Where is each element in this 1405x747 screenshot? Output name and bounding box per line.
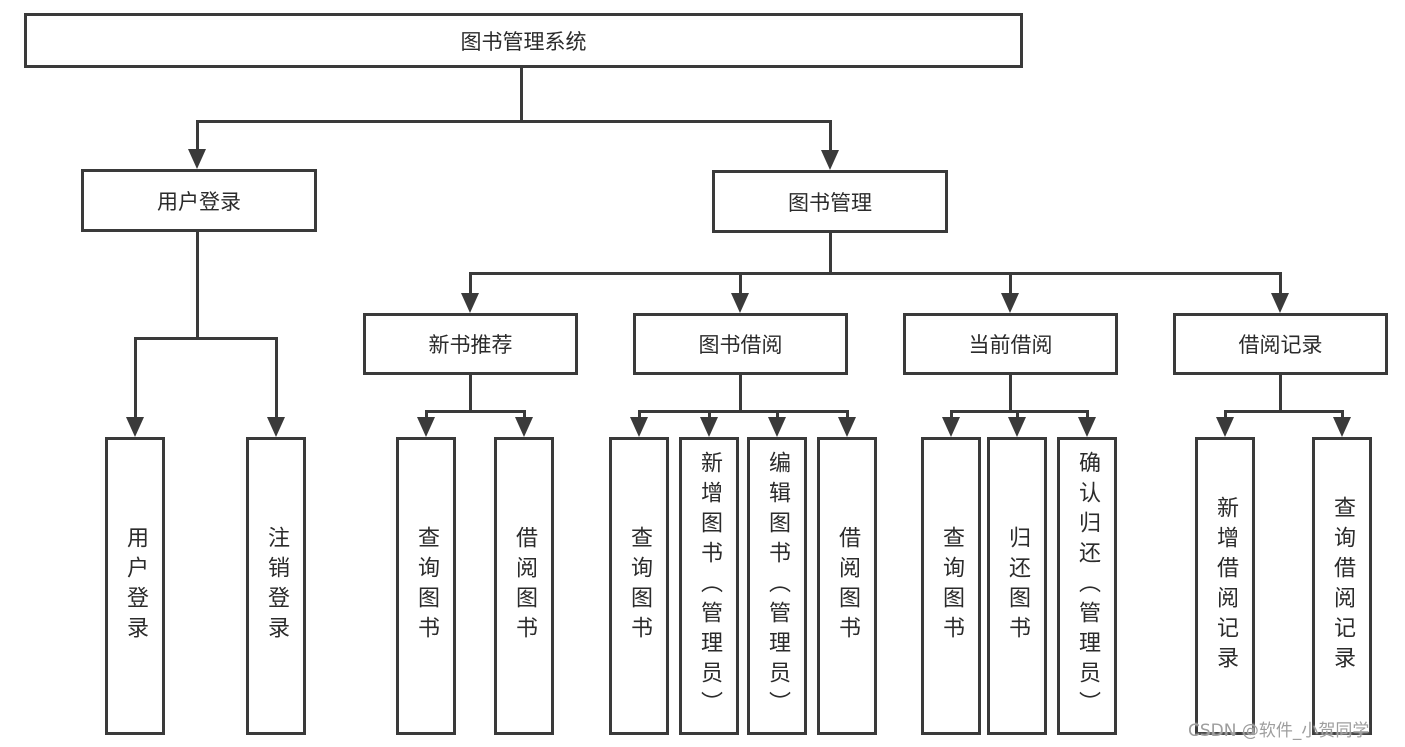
leaf-current-return-books-label: 归还图书: [1005, 526, 1030, 646]
node-book-management: 图书管理: [712, 170, 948, 233]
connector-book-mgmt-stem: [829, 233, 832, 275]
leaf-current-confirm-return-admin: 确认归还（管理员）: [1057, 437, 1117, 735]
connector-user-login-stem: [196, 232, 199, 340]
node-current-borrow: 当前借阅: [903, 313, 1118, 375]
arrowhead-user-login: [188, 149, 206, 169]
connector-to-bb-borrow: [846, 410, 849, 420]
watermark: CSDN @软件_小贺同学: [1188, 721, 1370, 741]
node-root-label: 图书管理系统: [460, 29, 587, 54]
leaf-user-login: 用户登录: [105, 437, 165, 735]
leaf-current-confirm-return-admin-label: 确认归还（管理员）: [1075, 451, 1100, 721]
node-user-login: 用户登录: [81, 169, 317, 232]
connector-level3-bar: [469, 272, 1281, 275]
connector-currentborrow-bar: [950, 410, 1088, 413]
connector-bookborrow-bar: [638, 410, 849, 413]
connector-newbook-bar: [425, 410, 526, 413]
arrowhead-new-book: [461, 293, 479, 313]
connector-root-stem: [520, 68, 523, 123]
connector-to-cb-query: [950, 410, 953, 420]
arrowhead-cb-confirm: [1078, 417, 1096, 437]
arrowhead-borrow-records: [1271, 293, 1289, 313]
connector-to-br-add: [1224, 410, 1227, 420]
leaf-borrow-query-books: 查询图书: [609, 437, 669, 735]
leaf-newbook-borrow-books-label: 借阅图书: [512, 526, 537, 646]
leaf-borrow-add-books-admin-label: 新增图书（管理员）: [697, 451, 722, 721]
leaf-newbook-borrow-books: 借阅图书: [494, 437, 554, 735]
leaf-user-login-label: 用户登录: [123, 526, 148, 646]
leaf-newbook-query-books: 查询图书: [396, 437, 456, 735]
leaf-current-return-books: 归还图书: [987, 437, 1047, 735]
arrowhead-nb-borrow: [515, 417, 533, 437]
connector-newbook-stem: [469, 375, 472, 413]
connector-to-nb-query: [425, 410, 428, 420]
connector-to-leaf-user-login: [134, 337, 137, 419]
arrowhead-leaf-logout: [267, 417, 285, 437]
connector-to-leaf-logout: [275, 337, 278, 419]
arrowhead-nb-query: [417, 417, 435, 437]
connector-to-cb-confirm: [1086, 410, 1089, 420]
arrowhead-br-query: [1333, 417, 1351, 437]
leaf-borrow-borrow-books: 借阅图书: [817, 437, 877, 735]
connector-to-bb-add: [708, 410, 711, 420]
connector-currentborrow-stem: [1009, 375, 1012, 413]
leaf-logout: 注销登录: [246, 437, 306, 735]
arrowhead-cb-query: [942, 417, 960, 437]
connector-bookborrow-stem: [739, 375, 742, 413]
leaf-logout-label: 注销登录: [264, 526, 289, 646]
connector-records-bar: [1224, 410, 1343, 413]
leaf-records-query-record-label: 查询借阅记录: [1330, 496, 1355, 676]
leaf-current-query-books: 查询图书: [921, 437, 981, 735]
connector-to-nb-borrow: [523, 410, 526, 420]
node-book-borrow-label: 图书借阅: [698, 333, 783, 357]
arrowhead-bb-borrow: [838, 417, 856, 437]
leaf-records-add-record: 新增借阅记录: [1195, 437, 1255, 735]
node-root: 图书管理系统: [24, 13, 1023, 68]
connector-to-br-query: [1341, 410, 1344, 420]
node-new-book-recommend: 新书推荐: [363, 313, 578, 375]
arrowhead-book-borrow: [731, 293, 749, 313]
connector-to-new-book: [469, 272, 472, 295]
arrowhead-cb-return: [1008, 417, 1026, 437]
leaf-borrow-borrow-books-label: 借阅图书: [835, 526, 860, 646]
leaf-borrow-add-books-admin: 新增图书（管理员）: [679, 437, 739, 735]
connector-records-stem: [1279, 375, 1282, 413]
connector-to-user-login: [196, 120, 199, 150]
connector-to-current-borrow: [1009, 272, 1012, 295]
arrowhead-bb-query: [630, 417, 648, 437]
leaf-borrow-query-books-label: 查询图书: [627, 526, 652, 646]
connector-level1-bar: [196, 120, 831, 123]
leaf-borrow-edit-books-admin-label: 编辑图书（管理员）: [765, 451, 790, 721]
arrowhead-bb-add: [700, 417, 718, 437]
arrowhead-current-borrow: [1001, 293, 1019, 313]
node-current-borrow-label: 当前借阅: [968, 333, 1053, 357]
arrowhead-leaf-user-login: [126, 417, 144, 437]
arrowhead-bb-edit: [768, 417, 786, 437]
connector-to-bb-query: [638, 410, 641, 420]
connector-to-book-management: [829, 120, 832, 151]
leaf-records-query-record: 查询借阅记录: [1312, 437, 1372, 735]
connector-to-borrow-records: [1279, 272, 1282, 295]
connector-to-book-borrow: [739, 272, 742, 295]
arrowhead-book-management: [821, 150, 839, 170]
leaf-borrow-edit-books-admin: 编辑图书（管理员）: [747, 437, 807, 735]
node-borrow-records: 借阅记录: [1173, 313, 1388, 375]
leaf-newbook-query-books-label: 查询图书: [414, 526, 439, 646]
connector-user-login-bar: [134, 337, 278, 340]
node-user-login-label: 用户登录: [157, 189, 241, 214]
arrowhead-br-add: [1216, 417, 1234, 437]
connector-to-cb-return: [1016, 410, 1019, 420]
node-book-borrow: 图书借阅: [633, 313, 848, 375]
leaf-current-query-books-label: 查询图书: [939, 526, 964, 646]
node-new-book-recommend-label: 新书推荐: [428, 333, 513, 357]
node-book-management-label: 图书管理: [788, 190, 872, 215]
leaf-records-add-record-label: 新增借阅记录: [1213, 496, 1238, 676]
connector-to-bb-edit: [776, 410, 779, 420]
node-borrow-records-label: 借阅记录: [1238, 333, 1323, 357]
